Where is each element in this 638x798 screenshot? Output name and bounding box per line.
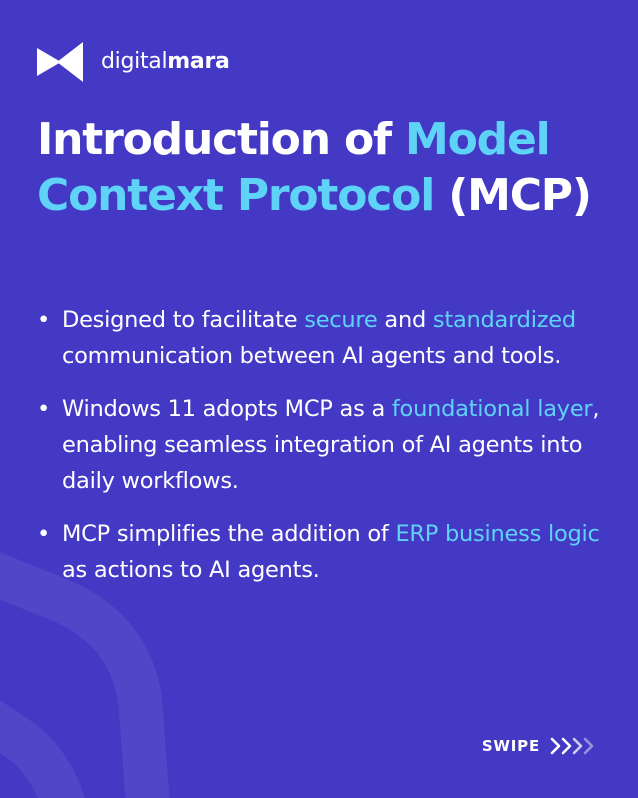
bullet-item: • MCP simplifies the addition of ERP busi… [37, 516, 602, 588]
bullet-highlight: foundational layer [391, 396, 593, 422]
brand-name-part2: mara [167, 49, 230, 74]
title-part3: (MCP) [434, 170, 592, 221]
brand-name: digitalmara [101, 42, 230, 82]
chevrons-right-icon [550, 737, 594, 755]
bowtie-logo-icon [37, 42, 83, 82]
bullet-text: as actions to AI agents. [62, 557, 320, 583]
bullet-item: • Designed to facilitate secure and stand… [37, 302, 602, 374]
bullet-marker: • [37, 521, 51, 547]
bullet-list: • Designed to facilitate secure and stand… [37, 302, 602, 605]
bullet-text: Windows 11 adopts MCP as a [62, 396, 392, 422]
bullet-text: Designed to facilitate [62, 307, 305, 333]
bullet-text: , enabling seamless integration of AI ag… [62, 396, 600, 494]
brand-name-part1: digital [101, 49, 168, 74]
bullet-marker: • [37, 396, 51, 422]
bullet-highlight: ERP business logic [395, 521, 600, 547]
bullet-item: • Windows 11 adopts MCP as a foundational… [37, 391, 602, 499]
bullet-text: communication between AI agents and tool… [62, 343, 562, 369]
title-part1: Introduction of [37, 114, 406, 165]
page-title: Introduction of Model Context Protocol (… [37, 112, 607, 224]
bullet-marker: • [37, 307, 51, 333]
brand-logo: digitalmara [37, 42, 230, 82]
bullet-highlight: secure [304, 307, 378, 333]
title-highlight: Model Context Protocol [37, 114, 551, 221]
bullet-highlight: standardized [432, 307, 576, 333]
bullet-text: MCP simplifies the addition of [62, 521, 396, 547]
bullet-text: and [377, 307, 433, 333]
swipe-label: SWIPE [481, 737, 540, 755]
swipe-indicator[interactable]: SWIPE [482, 734, 600, 758]
